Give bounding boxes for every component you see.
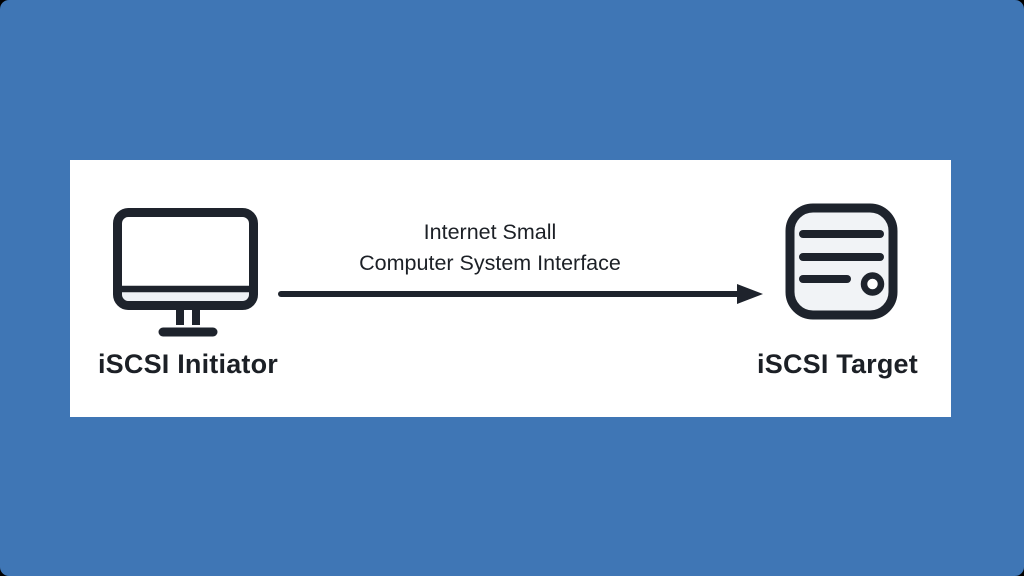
right-arrow-connector — [277, 282, 764, 306]
initiator-label: iSCSI Initiator — [97, 349, 279, 379]
target-label: iSCSI Target — [757, 349, 918, 379]
server-icon — [785, 203, 898, 320]
diagram-panel: iSCSI Initiator Internet Small Computer … — [70, 160, 951, 417]
connection-label-line1: Internet Small — [423, 220, 557, 244]
connection-label-line2: Computer System Interface — [359, 251, 621, 275]
monitor-icon — [113, 208, 258, 338]
connection-label: Internet Small Computer System Interface — [290, 217, 690, 279]
